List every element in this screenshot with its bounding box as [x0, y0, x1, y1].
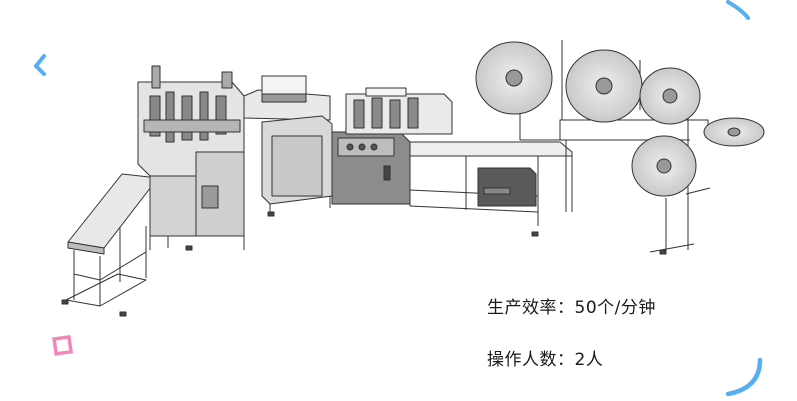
power-unit — [477, 167, 537, 207]
conveyor-belt — [67, 173, 159, 249]
roll-icon — [639, 67, 701, 125]
roll-icon — [703, 117, 765, 147]
roll-icon — [475, 41, 553, 115]
operators-text: 操作人数：2人 — [487, 350, 604, 370]
conveyor-table — [409, 141, 573, 157]
chevron-icon — [34, 54, 46, 76]
arc-icon — [726, 0, 750, 20]
unwind-frame — [519, 72, 709, 141]
arc-icon — [725, 357, 763, 397]
roll-icon — [631, 135, 697, 197]
roll-icon — [565, 49, 643, 123]
square-outline-icon — [52, 334, 74, 356]
production-rate-text: 生产效率：50个/分钟 — [487, 298, 656, 318]
